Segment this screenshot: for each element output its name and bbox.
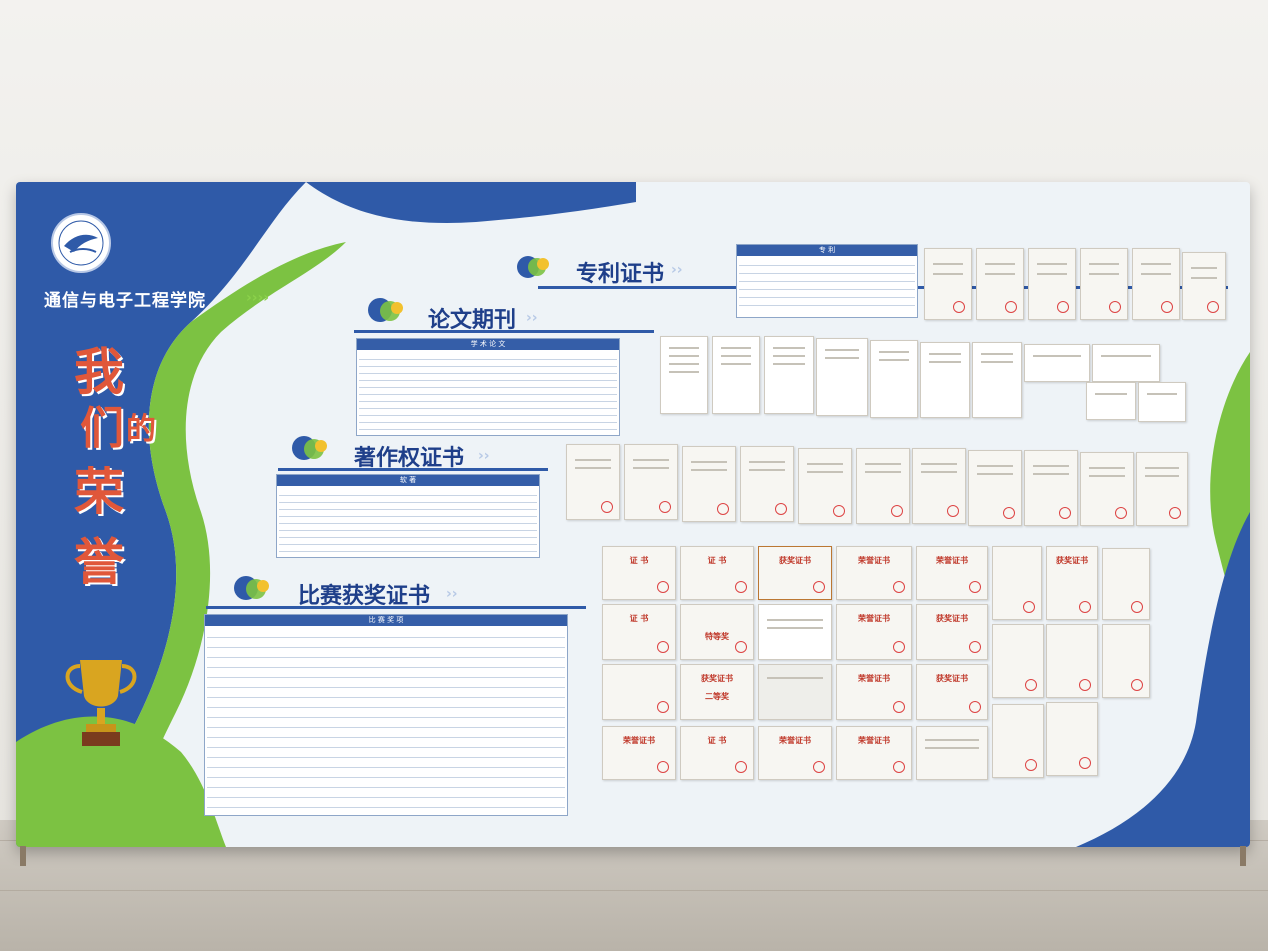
award-certificate — [992, 704, 1044, 778]
bubble-icon-copyrights — [292, 436, 327, 460]
awards-table: 比 赛 奖 项 — [204, 614, 568, 816]
papers-table-heading: 学 术 论 文 — [357, 339, 619, 350]
chevron-papers-icon: ›› — [526, 310, 538, 326]
paper-page — [1086, 382, 1136, 420]
patent-certificate — [1028, 248, 1076, 320]
award-certificate: 特等奖 — [680, 604, 754, 660]
award-certificate — [992, 624, 1044, 698]
paper-page — [870, 340, 918, 418]
hero-char-4: 荣 — [74, 462, 124, 521]
award-certificate: 荣誉证书 — [758, 726, 832, 780]
paper-page — [816, 338, 868, 416]
award-certificate: 证 书 — [602, 546, 676, 600]
copyright-certificate — [1024, 450, 1078, 526]
papers-underline — [354, 330, 654, 333]
section-patents: 专利证书 — [576, 262, 665, 287]
award-certificate: 荣誉证书 — [836, 664, 912, 720]
copyright-certificate — [682, 446, 736, 522]
chevron-arrows-icon: ›››› — [246, 290, 270, 306]
award-certificate: 证 书 — [602, 604, 676, 660]
hero-char-2: 们 — [80, 403, 124, 454]
copyright-certificate — [566, 444, 620, 520]
award-certificate — [992, 546, 1042, 620]
award-certificate: 荣誉证书 — [916, 546, 988, 600]
honor-display-board: 通信与电子工程学院 ›››› 我 们 的 荣 誉 专利证书 ›› 论文期刊 ›› — [16, 182, 1250, 847]
papers-table: 学 术 论 文 — [356, 338, 620, 436]
award-certificate — [1046, 624, 1098, 698]
copyright-certificate — [1080, 452, 1134, 526]
paper-page — [764, 336, 814, 414]
copyrights-table: 软 著 — [276, 474, 540, 558]
patent-certificate — [1182, 252, 1226, 320]
award-certificate: 证 书 — [680, 726, 754, 780]
trophy-icon — [65, 660, 137, 746]
bubble-icon-awards — [234, 576, 269, 600]
chevron-copyrights-icon: ›› — [478, 448, 490, 464]
award-certificate: 获奖证书 — [1046, 546, 1098, 620]
college-logo-icon — [51, 213, 111, 273]
award-certificate: 获奖证书二等奖 — [680, 664, 754, 720]
hero-char-5: 誉 — [74, 532, 124, 591]
award-certificate: 获奖证书 — [916, 664, 988, 720]
award-certificate: 荣誉证书 — [602, 726, 676, 780]
section-papers: 论文期刊 — [428, 308, 517, 333]
patents-table-heading: 专 利 — [737, 245, 917, 256]
award-certificate: 荣誉证书 — [836, 604, 912, 660]
award-certificate: 获奖证书 — [916, 604, 988, 660]
board-leg — [20, 846, 26, 866]
copyright-certificate — [856, 448, 910, 524]
award-certificate — [758, 664, 832, 720]
awards-table-heading: 比 赛 奖 项 — [205, 615, 567, 626]
award-certificate — [1102, 624, 1150, 698]
paper-page — [1024, 344, 1090, 382]
award-certificate: 荣誉证书 — [836, 546, 912, 600]
award-certificate — [758, 604, 832, 660]
award-certificate: 荣誉证书 — [836, 726, 912, 780]
award-certificate — [602, 664, 676, 720]
college-name: 通信与电子工程学院 — [44, 291, 206, 311]
hero-char-1: 我 — [74, 342, 124, 401]
patents-table: 专 利 — [736, 244, 918, 318]
patent-certificate — [1080, 248, 1128, 320]
paper-page — [920, 342, 970, 418]
chevron-awards-icon: ›› — [446, 586, 458, 602]
copyrights-table-heading: 软 著 — [277, 475, 539, 486]
copyright-certificate — [798, 448, 852, 524]
section-awards: 比赛获奖证书 — [298, 584, 431, 609]
award-certificate — [916, 726, 988, 780]
bubble-icon-patents — [517, 256, 549, 278]
section-copyrights: 著作权证书 — [354, 446, 465, 471]
copyright-certificate — [624, 444, 678, 520]
copyright-certificate — [968, 450, 1022, 526]
award-certificate — [1102, 548, 1150, 620]
copyright-certificate — [1136, 452, 1188, 526]
paper-page — [1092, 344, 1160, 382]
copyright-certificate — [740, 446, 794, 522]
board-leg — [1240, 846, 1246, 866]
bubble-icon-papers — [368, 298, 403, 322]
copyright-certificate — [912, 448, 966, 524]
patent-certificate — [924, 248, 972, 320]
hero-char-3: 的 — [126, 412, 156, 447]
award-certificate: 证 书 — [680, 546, 754, 600]
paper-page — [660, 336, 708, 414]
paper-page — [712, 336, 760, 414]
copyrights-underline — [278, 468, 548, 471]
chevron-patents-icon: ›› — [671, 262, 683, 278]
paper-page — [972, 342, 1022, 418]
awards-underline — [206, 606, 586, 609]
patent-certificate — [1132, 248, 1180, 320]
award-certificate — [1046, 702, 1098, 776]
award-certificate: 获奖证书 — [758, 546, 832, 600]
paper-page — [1138, 382, 1186, 422]
patent-certificate — [976, 248, 1024, 320]
